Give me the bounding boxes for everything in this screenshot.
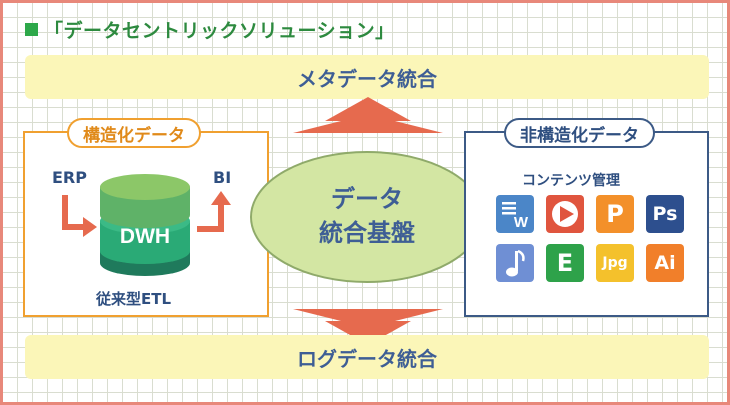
title-row: 「データセントリックソリューション」 — [25, 17, 395, 42]
jpg-icon: Jpg — [596, 244, 634, 282]
word-icon: W — [496, 195, 534, 233]
platform-line2: 統合基盤 — [319, 219, 415, 247]
title-bullet-icon — [25, 22, 38, 36]
conventional-etl-label: 従来型ETL — [96, 290, 172, 308]
page-title: 「データセントリックソリューション」 — [44, 19, 395, 42]
down-arrow-icon — [293, 309, 443, 345]
music-note-icon — [496, 244, 534, 282]
integration-platform-label: データ 統合基盤 — [249, 150, 485, 284]
content-management-label: コンテンツ管理 — [522, 173, 620, 189]
platform-line1: データ — [331, 185, 403, 214]
excel-icon: E — [546, 244, 584, 282]
photoshop-icon: Ps — [646, 195, 684, 233]
video-play-icon — [546, 195, 584, 233]
bi-label: BI — [213, 168, 232, 187]
dwh-to-bi-arrow-icon — [197, 191, 231, 232]
dwh-database-icon: DWH — [100, 174, 190, 276]
structured-data-badge: 構造化データ — [67, 118, 201, 148]
erp-label: ERP — [52, 168, 87, 187]
log-data-integration-band: ログデータ統合 — [25, 335, 709, 379]
up-arrow-icon — [293, 97, 443, 133]
erp-to-dwh-arrow-icon — [62, 195, 97, 237]
svg-text:W: W — [514, 214, 529, 231]
metadata-integration-band: メタデータ統合 — [25, 55, 709, 99]
unstructured-data-badge: 非構造化データ — [504, 118, 655, 148]
powerpoint-icon: P — [596, 195, 634, 233]
illustrator-icon: Ai — [646, 244, 684, 282]
dwh-label: DWH — [120, 225, 170, 248]
